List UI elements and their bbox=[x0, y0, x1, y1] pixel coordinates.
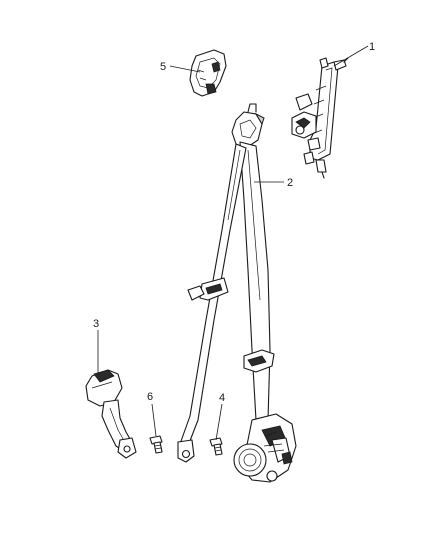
leader-4 bbox=[215, 403, 223, 441]
part-4-bolt bbox=[209, 437, 223, 456]
callout-4: 4 bbox=[219, 392, 225, 404]
leader-5 bbox=[169, 65, 201, 73]
callout-5: 5 bbox=[160, 61, 166, 73]
callout-6: 6 bbox=[147, 391, 153, 403]
part-6-bolt bbox=[149, 435, 163, 454]
part-3-buckle bbox=[85, 369, 137, 459]
leader-1 bbox=[333, 45, 369, 67]
part-5-trim-cover bbox=[189, 49, 227, 97]
part-1-height-adjuster bbox=[291, 57, 349, 179]
part-2-belt-assembly bbox=[177, 103, 297, 483]
callout-3: 3 bbox=[93, 318, 99, 330]
callout-2: 2 bbox=[287, 177, 293, 189]
leader-6 bbox=[151, 403, 157, 437]
callout-1: 1 bbox=[369, 41, 375, 53]
